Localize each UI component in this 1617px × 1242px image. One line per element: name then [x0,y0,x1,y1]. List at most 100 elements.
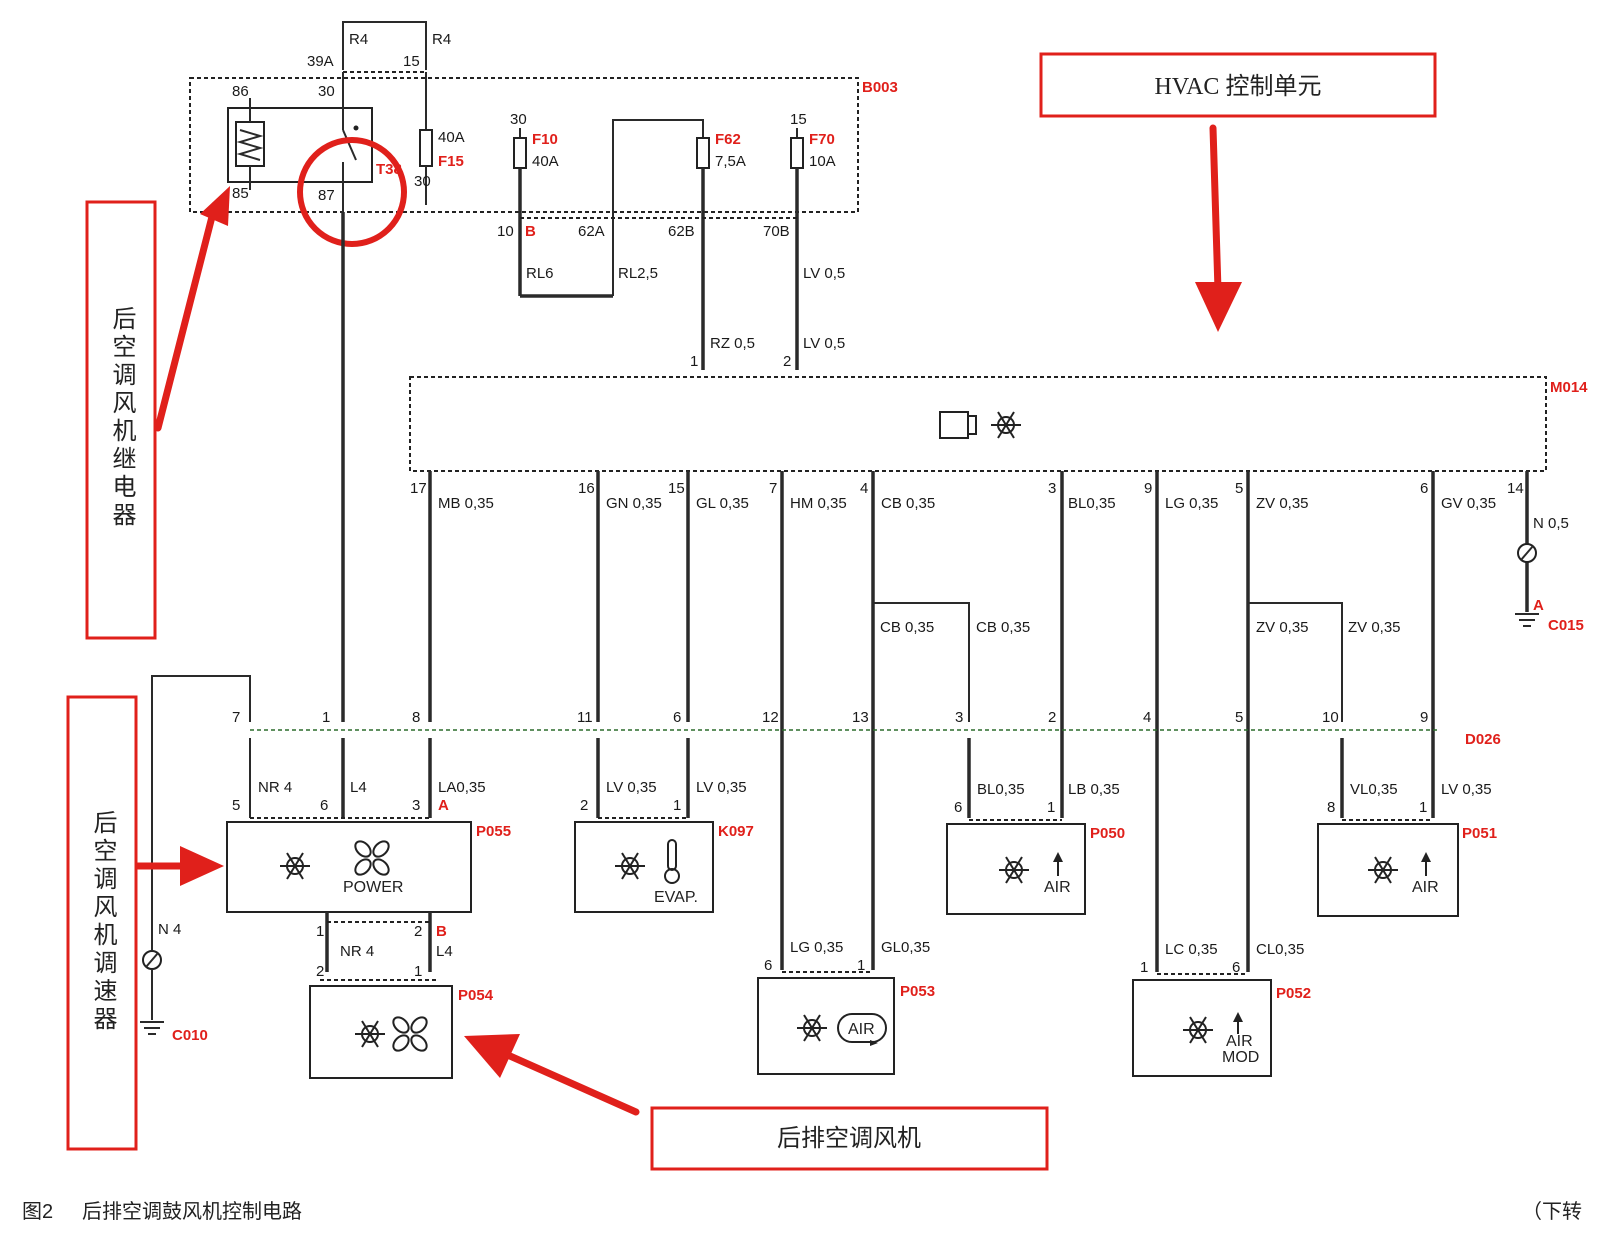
rl-loop: RL6 RL2,5 [518,222,658,298]
pin-85: 85 [232,185,249,202]
snowflake-icon [797,1014,827,1042]
ground-a-label: A [1533,597,1544,614]
pin-39a: 39A [307,53,334,70]
fuse-icon [790,137,804,169]
thermometer-icon [664,839,680,884]
blower-relay: 86 85 30 87 T38 [227,72,407,247]
snowflake-icon [615,852,645,880]
fuse-f70: 15 F70 10A [790,111,836,222]
relay-annotation-text: 后空调风机继电器 [108,306,136,530]
snowflake-icon [1183,1016,1213,1044]
f15-name: F15 [438,153,464,170]
k097-pin-2: 2 [580,797,588,814]
m014-output-wires: 17 MB 0,35 16 GN 0,35 15 GL 0,35 7 HM 0,… [410,471,1584,972]
snowflake-icon [1368,856,1398,884]
p050-pin-6: 6 [954,799,962,816]
p050-label: P050 [1090,825,1125,842]
air-mod-text-1: AIR [1226,1033,1253,1050]
snowflake-icon [999,856,1029,884]
p053-pin-6: 6 [764,957,772,974]
d026-pin-1: 1 [322,709,330,726]
p055-pin-3: 3 [412,797,420,814]
wire-bl035: BL0,35 [977,781,1025,798]
p051-pin-8: 8 [1327,799,1335,816]
speed-annotation-text: 后空调风机调速器 [89,810,117,1034]
air-mod-text-2: MOD [1222,1049,1259,1066]
arrow-down-icon [1195,282,1242,332]
fuse-box-b003: B003 [189,77,898,213]
pin-10: 10 [497,223,514,240]
d026-pin-4: 4 [1143,709,1151,726]
module-p052: P052 1 6 AIR MOD [1132,959,1311,1077]
fan-annotation-text: 后排空调风机 [777,1125,921,1152]
k097-pin-1: 1 [673,797,681,814]
f62-name: F62 [715,131,741,148]
d026-pin-9: 9 [1420,709,1428,726]
p053-label: P053 [900,983,935,1000]
cb-b-label: CB 0,35 [976,619,1030,636]
d026-pin-12: 12 [762,709,779,726]
m014-pin-14: 14 [1507,480,1524,497]
f15-rating: 40A [438,129,465,146]
lv05-b-label: LV 0,5 [803,335,845,352]
m014-pin-6: 6 [1420,480,1428,497]
b003-connector: 10 B 62A 62B 70B [497,217,797,240]
b003-label: B003 [862,79,898,96]
f10-name: F10 [532,131,558,148]
air-recirc-text: AIR [848,1021,875,1038]
p052-pin-6: 6 [1232,959,1240,976]
rl6-label: RL6 [526,265,554,282]
m014-power-wires: LV 0,5 RZ 0,5 LV 0,5 1 2 [690,222,845,370]
d026-pin-11: 11 [577,709,593,726]
snowflake-icon [280,852,310,880]
p053-pin-1: 1 [857,957,865,974]
fuse-icon [513,137,527,169]
p055-pin-6: 6 [320,797,328,814]
p055-pin-b: B [436,923,447,940]
m014-label: M014 [1550,379,1588,396]
fuse-f15: 40A F15 30 [414,72,465,205]
c010-label: C010 [172,1027,208,1044]
wire-lv035-a: LV 0,35 [606,779,657,796]
zv-branch: ZV 0,35 ZV 0,35 [1248,602,1401,722]
wire-lc035: LC 0,35 [1165,941,1218,958]
air-text-2: AIR [1412,879,1439,896]
power-text: POWER [343,879,403,896]
p055-pin-1: 1 [316,923,324,940]
wire-lv035-c: LV 0,35 [1441,781,1492,798]
wire-gn: GN 0,35 [606,495,662,512]
p055-pin-a: A [438,797,449,814]
d026-pin-13: 13 [852,709,869,726]
wire-nr4-b: NR 4 [340,943,374,960]
wire-la035: LA0,35 [438,779,486,796]
ground-icon [1515,613,1539,627]
module-p051: P051 8 1 AIR [1317,799,1497,917]
evap-text: EVAP. [654,889,698,906]
pin-62b: 62B [668,223,695,240]
fuse-f10: 30 F10 40A [510,111,559,222]
d026-pin-2: 2 [1048,709,1056,726]
figure-caption: 图2 后排空调鼓风机控制电路 （下转 [22,1200,1582,1223]
p054-pin-1: 1 [414,963,422,980]
annotation-relay: 后空调风机继电器 [85,186,230,640]
p055-pin-5: 5 [232,797,240,814]
fan-icon [354,840,390,876]
d026-pin-5: 5 [1235,709,1243,726]
wire-hm: HM 0,35 [790,495,847,512]
ground-icon [140,1021,164,1035]
module-p053: P053 6 1 AIR [757,957,935,1075]
pin-30: 30 [318,83,335,100]
cb-branch: CB 0,35 CB 0,35 [873,602,1030,722]
cb-a-label: CB 0,35 [880,619,934,636]
m014-pin-9: 9 [1144,480,1152,497]
fan-icon [392,1016,428,1052]
pin-86: 86 [232,83,249,100]
caption-fig: 图2 [22,1201,53,1223]
rz05-label: RZ 0,5 [710,335,755,352]
module-p050: P050 6 1 AIR [946,799,1125,915]
arrow-left-icon [464,1034,520,1078]
f62-rating: 7,5A [715,153,746,170]
snowflake-icon [991,411,1021,439]
m014-pin-1: 1 [690,353,698,370]
